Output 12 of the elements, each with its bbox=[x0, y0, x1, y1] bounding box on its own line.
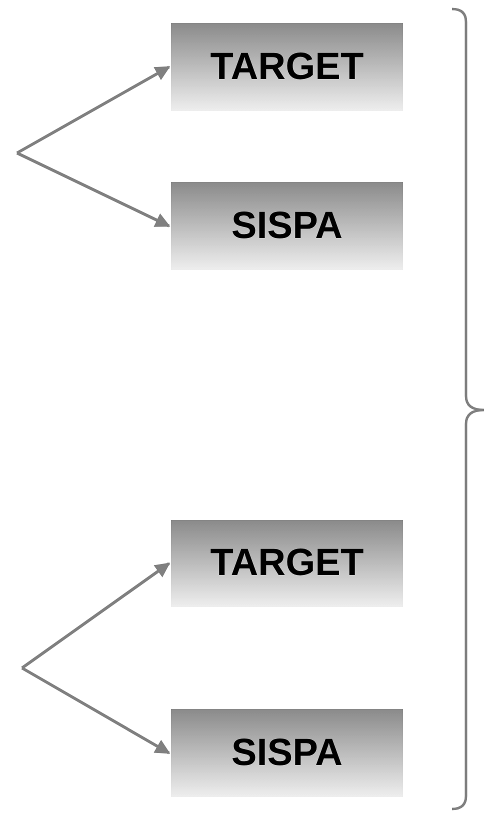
arrow bbox=[21, 562, 170, 670]
process-box bbox=[171, 23, 403, 111]
box-label: SISPA bbox=[231, 732, 343, 774]
process-box bbox=[171, 709, 403, 797]
process-box bbox=[171, 520, 403, 607]
box-label: TARGET bbox=[210, 542, 364, 585]
process-box bbox=[171, 182, 403, 270]
arrow bbox=[16, 152, 170, 228]
arrow bbox=[16, 66, 170, 154]
box-label: TARGET bbox=[210, 46, 364, 88]
box-label: SISPA bbox=[231, 204, 343, 248]
arrow bbox=[21, 666, 170, 754]
